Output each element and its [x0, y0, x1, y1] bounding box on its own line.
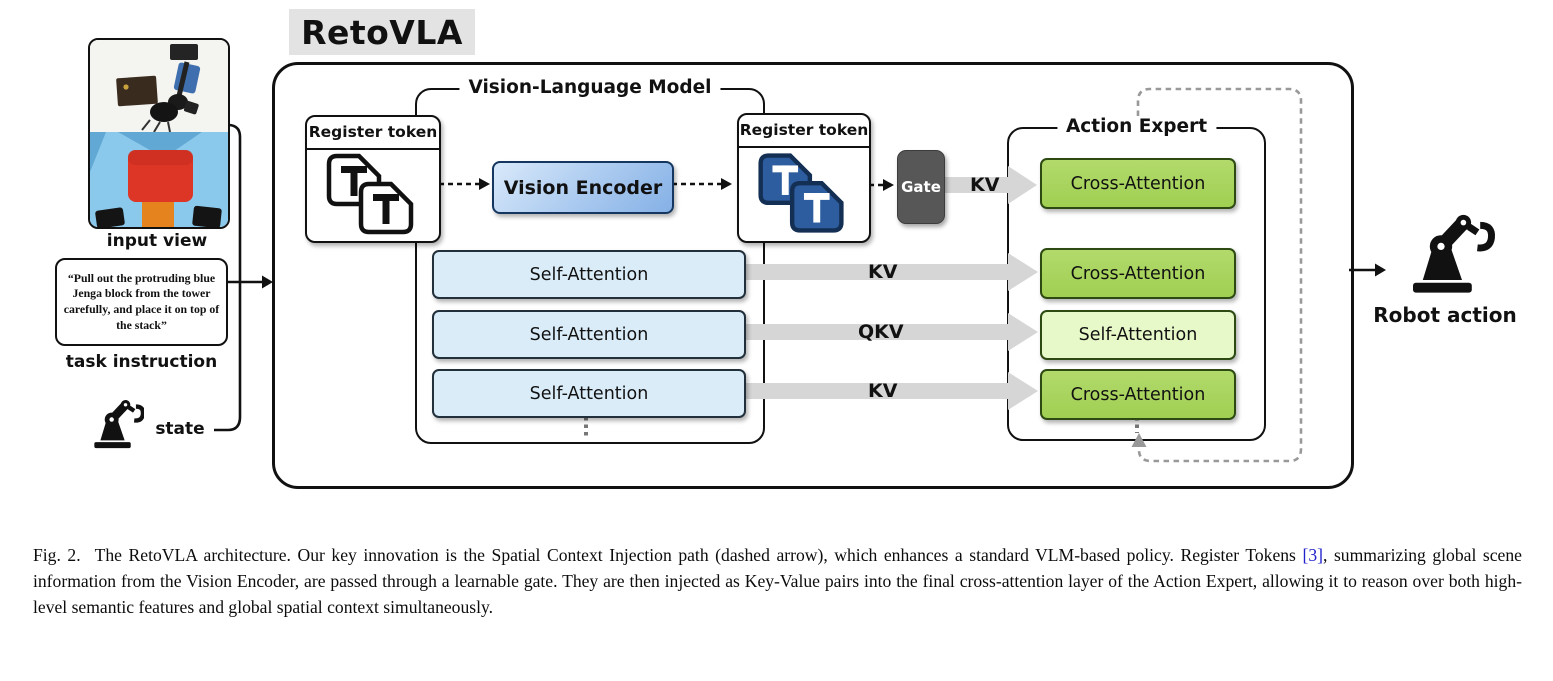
figure-caption: Fig. 2. The RetoVLA architecture. Our key…: [33, 542, 1522, 620]
qkv-label-row2: QKV: [858, 321, 904, 343]
task-instruction-box: “Pull out the protruding blue Jenga bloc…: [55, 258, 228, 346]
caption-text-2: , summarizing global scene information f…: [33, 545, 1522, 617]
robot-arm-icon: [94, 400, 144, 449]
ae-cross-attention-1: Cross-Attention: [1040, 158, 1236, 209]
input-view-photo: [88, 38, 230, 229]
figure-title: RetoVLA: [289, 9, 475, 55]
vlm-self-attention-3: Self-Attention: [432, 369, 746, 418]
ae-cross-attention-3: Cross-Attention: [1040, 369, 1236, 420]
caption-text-1: The RetoVLA architecture. Our key innova…: [94, 545, 1303, 565]
gate-box: Gate: [897, 150, 945, 224]
input-view-label: input view: [106, 231, 208, 251]
robot-action-icon: [1413, 214, 1496, 293]
kv-label-row3: KV: [868, 380, 898, 402]
task-instruction-label: task instruction: [65, 352, 218, 372]
register-token-left-box: Register token: [305, 115, 441, 243]
state-label: state: [155, 419, 205, 439]
camera-view-photo: [90, 40, 228, 227]
citation-link[interactable]: [3]: [1302, 545, 1323, 565]
vision-encoder-box: Vision Encoder: [492, 161, 674, 214]
register-token-right-title: Register token: [739, 115, 869, 148]
action-expert-label: Action Expert: [1056, 116, 1217, 137]
register-token-left-title: Register token: [307, 117, 439, 150]
ae-self-attention: Self-Attention: [1040, 310, 1236, 360]
vlm-self-attention-2: Self-Attention: [432, 310, 746, 359]
gate-kv-label: KV: [970, 174, 1000, 196]
figure-number: Fig. 2.: [33, 545, 81, 565]
vlm-label: Vision-Language Model: [459, 77, 721, 98]
robot-action-arrowhead: [1375, 263, 1386, 277]
robot-action-label: Robot action: [1373, 303, 1517, 327]
vlm-self-attention-1: Self-Attention: [432, 250, 746, 299]
ae-cross-attention-2: Cross-Attention: [1040, 248, 1236, 299]
token-tile-blue-icon: [758, 153, 844, 233]
kv-label-row1: KV: [868, 261, 898, 283]
token-tile-icon: [326, 153, 414, 235]
register-token-right-box: Register token: [737, 113, 871, 243]
